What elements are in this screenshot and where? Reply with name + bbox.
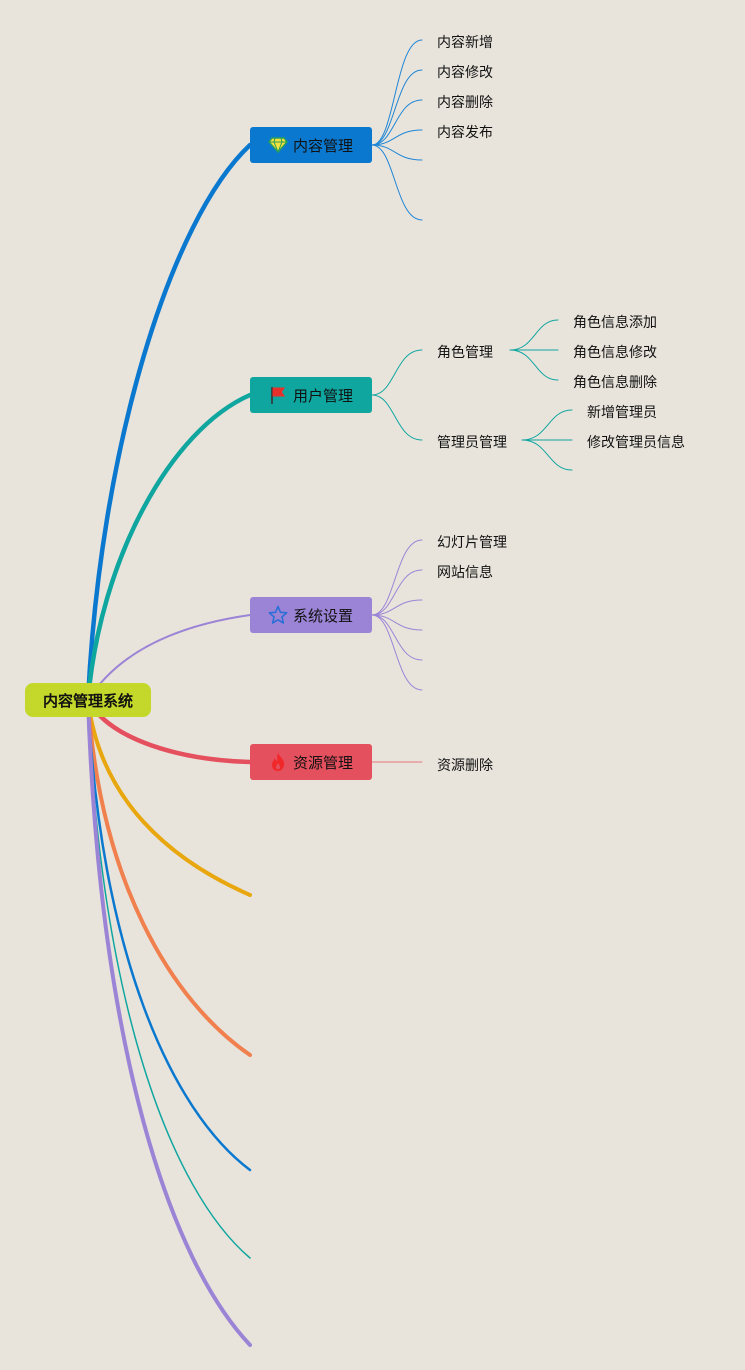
- star-icon: [267, 604, 289, 626]
- leaf-node[interactable]: 新增管理员: [587, 405, 657, 421]
- connector-empty-3: [86, 698, 252, 1172]
- subtopic-node[interactable]: 管理员管理: [437, 435, 507, 451]
- leaf-node[interactable]: 内容发布: [437, 125, 493, 141]
- branch-user-management[interactable]: 用户管理: [250, 377, 372, 413]
- branch-system-settings[interactable]: 系统设置: [250, 597, 372, 633]
- connector-user: [85, 392, 253, 703]
- leaf-node[interactable]: 内容新增: [437, 35, 493, 51]
- root-node[interactable]: 内容管理系统: [25, 683, 151, 717]
- diamond-icon: [267, 134, 289, 156]
- leaf-node[interactable]: 修改管理员信息: [587, 435, 685, 451]
- branch-label: 内容管理: [293, 136, 354, 155]
- connector-empty-5: [86, 698, 252, 1347]
- leaf-node[interactable]: 幻灯片管理: [437, 535, 507, 551]
- connector-content: [85, 142, 253, 703]
- flame-icon: [267, 751, 289, 773]
- root-label: 内容管理系统: [42, 691, 133, 710]
- leaf-node[interactable]: 内容删除: [437, 95, 493, 111]
- leaf-node[interactable]: 角色信息添加: [573, 315, 657, 331]
- connector-empty-1: [86, 698, 252, 897]
- branch-content-management[interactable]: 内容管理: [250, 127, 372, 163]
- red-flag-icon: [267, 384, 289, 406]
- branch-resource-management[interactable]: 资源管理: [250, 744, 372, 780]
- leaf-node[interactable]: 内容修改: [437, 65, 493, 81]
- leaf-node[interactable]: 角色信息删除: [573, 375, 657, 391]
- connector-empty-2: [86, 698, 252, 1057]
- leaf-node[interactable]: 网站信息: [437, 565, 493, 581]
- leaf-node[interactable]: 资源删除: [437, 758, 493, 774]
- branch-label: 用户管理: [293, 386, 354, 405]
- leaf-node[interactable]: 角色信息修改: [573, 345, 657, 361]
- branch-label: 资源管理: [293, 753, 354, 772]
- branch-label: 系统设置: [293, 606, 354, 625]
- subtopic-node[interactable]: 角色管理: [437, 345, 493, 361]
